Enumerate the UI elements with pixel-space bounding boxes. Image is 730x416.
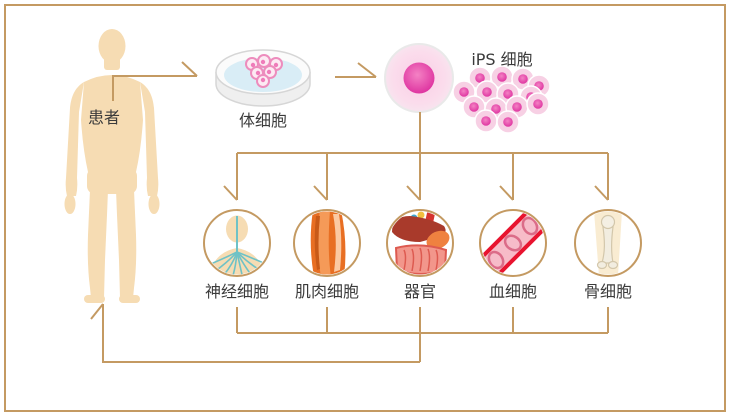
organ-label: 器官: [403, 282, 437, 301]
organ-icon: [392, 211, 450, 275]
nerve-cell-label: 神经细胞: [204, 282, 270, 301]
return-lines: [90, 303, 609, 363]
bone-cell-label: 骨细胞: [583, 282, 633, 301]
blood-cell-circle: [479, 209, 547, 277]
nerve-cell-circle: [203, 209, 271, 277]
dish-to-ips-arrow: [335, 62, 377, 78]
ips-cell-cluster: [452, 65, 551, 134]
bone-icon: [594, 211, 622, 275]
muscle-cell-label: 肌肉细胞: [294, 282, 360, 301]
pink-cell-icon: [384, 43, 454, 113]
somatic-cells-cluster: [245, 54, 283, 88]
branch-lines: [223, 112, 609, 201]
blood-vessel-icon: [481, 211, 545, 275]
patient-to-dish-arrow: [112, 61, 198, 101]
human-body-icon: [64, 29, 160, 303]
muscle-icon: [310, 211, 346, 275]
organ-circle: [386, 209, 454, 277]
blood-cell-label: 血细胞: [488, 282, 538, 301]
bone-cell-circle: [574, 209, 642, 277]
ips-cell-label: iPS 细胞: [471, 50, 533, 69]
somatic-cell-label: 体细胞: [238, 111, 288, 130]
muscle-cell-circle: [293, 209, 361, 277]
patient-label: 患者: [87, 108, 121, 127]
petri-dish-icon: [215, 49, 311, 107]
